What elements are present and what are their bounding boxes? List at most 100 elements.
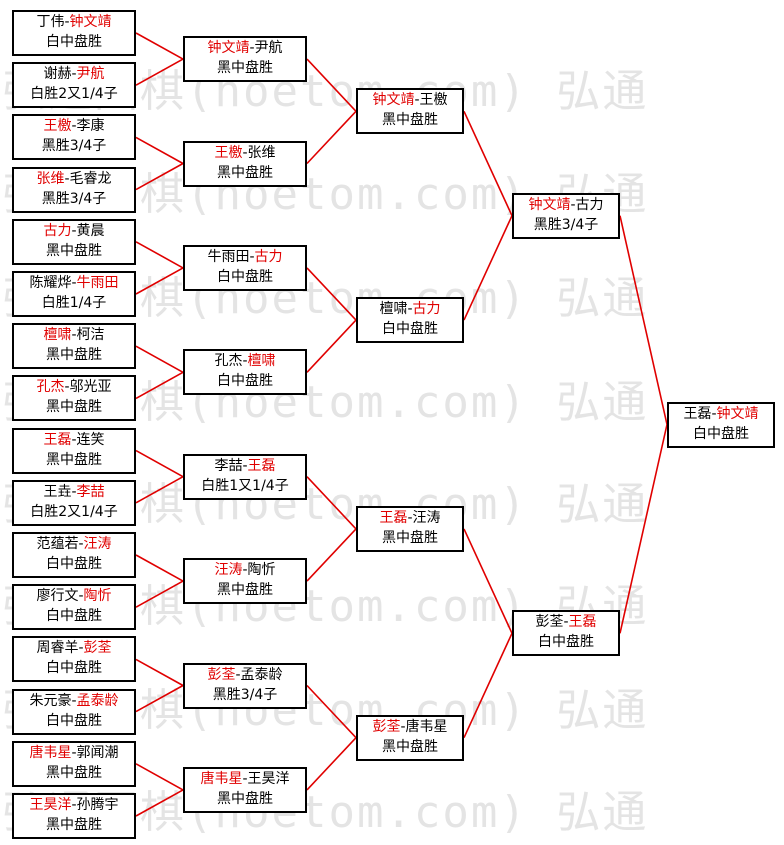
match-box: 王垚-李喆白胜2又1/4子 xyxy=(12,479,136,526)
bracket-connector xyxy=(135,763,184,791)
bracket-connector xyxy=(306,528,357,582)
versus-dash: - xyxy=(242,562,248,579)
versus-dash: - xyxy=(78,588,84,605)
match-result: 白中盘胜 xyxy=(217,268,273,285)
match-result: 黑胜3/4子 xyxy=(212,686,278,703)
match-result: 黑中盘胜 xyxy=(217,582,273,599)
match-result: 黑胜3/4子 xyxy=(41,190,107,207)
player-name: 彭荃 xyxy=(83,640,112,657)
match-players: 钟文靖-古力 xyxy=(514,195,618,215)
player-name: 王垚 xyxy=(43,483,72,500)
match-result: 白中盘胜 xyxy=(217,373,273,390)
bracket-connector xyxy=(135,371,184,400)
versus-dash: - xyxy=(71,66,77,83)
match-players: 彭荃-孟泰龄 xyxy=(185,665,305,685)
player-name: 王磊 xyxy=(568,614,597,631)
player-name: 孔杰 xyxy=(214,353,243,370)
match-players: 李喆-王磊 xyxy=(185,456,305,476)
match-result: 白中盘胜 xyxy=(46,608,102,625)
player-name: 王磊 xyxy=(247,457,276,474)
match-box: 陈耀烨-牛雨田白胜1/4子 xyxy=(12,271,136,317)
match-box: 唐韦星-郭闻潮黑中盘胜 xyxy=(12,740,136,787)
player-name: 檀啸 xyxy=(247,353,276,370)
match-result: 黑胜3/4子 xyxy=(41,138,107,155)
match-box: 檀啸-古力白中盘胜 xyxy=(356,297,464,344)
match-box: 孔杰-邬光亚黑中盘胜 xyxy=(12,375,136,422)
player-name: 丁伟 xyxy=(36,14,65,30)
player-name: 孟泰龄 xyxy=(240,666,283,683)
player-name: 牛雨田 xyxy=(207,248,250,265)
match-result: 黑中盘胜 xyxy=(46,347,102,364)
match-players: 王檄-张维 xyxy=(185,143,305,163)
match-result: 黑中盘胜 xyxy=(217,790,273,807)
player-name: 张维 xyxy=(247,144,276,161)
match-players: 唐韦星-郭闻潮 xyxy=(14,743,134,763)
player-name: 孟泰龄 xyxy=(76,692,119,709)
versus-dash: - xyxy=(249,40,255,57)
bracket-connector xyxy=(463,110,513,217)
match-result: 黑中盘胜 xyxy=(46,242,102,259)
player-name: 连笑 xyxy=(76,431,105,448)
player-name: 钟文靖 xyxy=(69,14,112,30)
player-name: 王檄 xyxy=(419,92,448,109)
versus-dash: - xyxy=(242,770,248,787)
player-name: 王磊 xyxy=(683,405,712,422)
player-name: 邬光亚 xyxy=(69,379,112,396)
bracket-connector xyxy=(306,476,357,530)
bracket-connector xyxy=(306,58,357,112)
match-result: 白胜1/4子 xyxy=(41,295,107,311)
player-name: 张维 xyxy=(36,170,65,187)
player-name: 檀啸 xyxy=(43,327,72,344)
match-box: 钟文靖-王檄黑中盘胜 xyxy=(356,88,464,135)
match-players: 王磊-钟文靖 xyxy=(669,404,773,424)
match-result: 白中盘胜 xyxy=(538,634,594,651)
match-players: 王檄-李康 xyxy=(14,116,134,136)
versus-dash: - xyxy=(414,92,420,109)
bracket-connector xyxy=(135,162,184,191)
match-box: 王檄-张维黑中盘胜 xyxy=(183,140,307,187)
match-box: 王磊-钟文靖白中盘胜 xyxy=(667,401,775,448)
player-name: 柯洁 xyxy=(76,327,105,344)
match-players: 牛雨田-古力 xyxy=(185,247,305,267)
player-name: 李康 xyxy=(76,118,105,135)
player-name: 唐韦星 xyxy=(200,770,243,787)
match-result: 黑胜3/4子 xyxy=(533,216,599,233)
match-result: 黑中盘胜 xyxy=(382,112,438,129)
match-box: 汪涛-陶忻黑中盘胜 xyxy=(183,558,307,605)
player-name: 廖行文 xyxy=(36,588,79,605)
player-name: 彭荃 xyxy=(535,614,564,631)
versus-dash: - xyxy=(71,692,77,709)
player-name: 钟文靖 xyxy=(528,196,571,213)
match-players: 钟文靖-王檄 xyxy=(358,90,462,110)
player-name: 朱元豪 xyxy=(29,692,72,709)
match-players: 檀啸-柯洁 xyxy=(14,325,134,345)
match-box: 朱元豪-孟泰龄白中盘胜 xyxy=(12,688,136,735)
match-players: 丁伟-钟文靖 xyxy=(14,12,134,32)
match-result: 黑中盘胜 xyxy=(46,817,102,833)
bracket-connector xyxy=(619,215,668,425)
match-players: 孔杰-檀啸 xyxy=(185,351,305,371)
bracket-connector xyxy=(306,319,357,373)
match-box: 周睿羊-彭荃白中盘胜 xyxy=(12,636,136,683)
match-result: 黑中盘胜 xyxy=(46,399,102,416)
versus-dash: - xyxy=(570,196,576,213)
versus-dash: - xyxy=(407,301,413,318)
versus-dash: - xyxy=(71,797,77,813)
player-name: 王昊洋 xyxy=(29,797,72,813)
player-name: 钟文靖 xyxy=(372,92,415,109)
player-name: 周睿羊 xyxy=(36,640,79,657)
match-players: 彭荃-唐韦星 xyxy=(358,717,462,737)
bracket-connector xyxy=(306,737,357,791)
match-players: 朱元豪-孟泰龄 xyxy=(14,691,134,711)
player-name: 毛睿龙 xyxy=(69,170,112,187)
versus-dash: - xyxy=(78,640,84,657)
match-players: 陈耀烨-牛雨田 xyxy=(14,273,134,293)
match-result: 黑中盘胜 xyxy=(217,60,273,77)
bracket-connector xyxy=(463,215,513,321)
match-players: 王磊-连笑 xyxy=(14,430,134,450)
match-box: 张维-毛睿龙黑胜3/4子 xyxy=(12,166,136,213)
versus-dash: - xyxy=(71,431,77,448)
versus-dash: - xyxy=(71,483,77,500)
match-players: 谢赫-尹航 xyxy=(14,64,134,84)
